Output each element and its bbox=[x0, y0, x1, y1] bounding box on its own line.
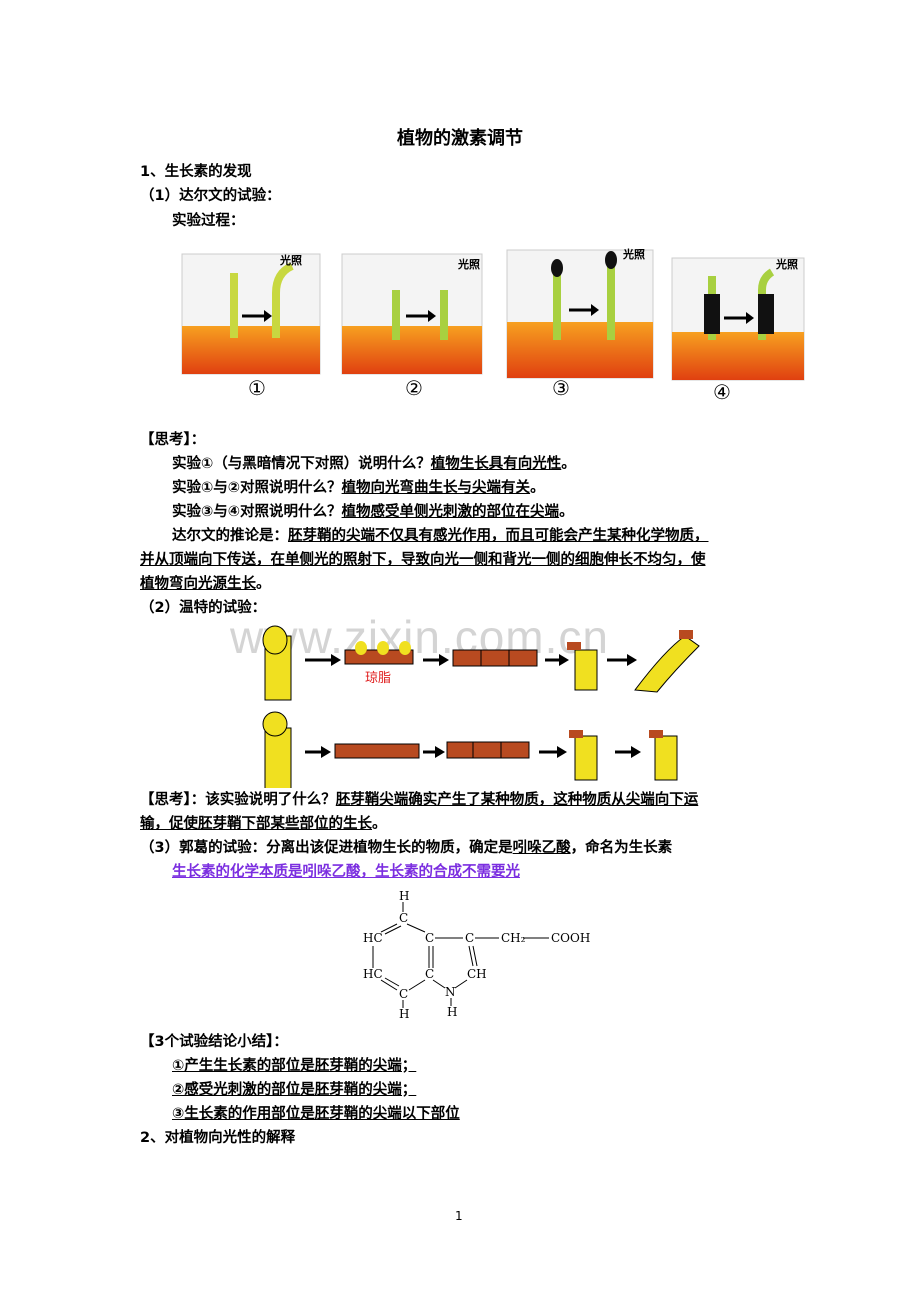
darwin-experiment-figure: 光照 光照 光照 光照 bbox=[181, 248, 805, 381]
label-1: ① bbox=[248, 376, 266, 400]
svg-text:COOH: COOH bbox=[551, 931, 590, 945]
svg-text:C: C bbox=[425, 967, 434, 981]
darwin-heading: （1）达尔文的试验： bbox=[140, 188, 281, 204]
bonds bbox=[372, 902, 549, 1008]
went-experiment-figure: 琼脂 bbox=[262, 625, 700, 788]
svg-text:N: N bbox=[445, 985, 456, 999]
summary-item: ②感受光刺激的部位是胚芽鞘的尖端； bbox=[172, 1082, 417, 1098]
went-think: 【思考】：该实验说明了什么？胚芽鞘尖端确实产生了某种物质，这种物质从尖端向下运 bbox=[140, 792, 699, 808]
question-2: 实验①与②对照说明什么？植物向光弯曲生长与尖端有关。 bbox=[172, 480, 545, 496]
watermark: www.zixin.com.cn bbox=[230, 611, 609, 663]
svg-text:HC: HC bbox=[363, 931, 383, 945]
page-number: 1 bbox=[455, 1209, 463, 1223]
went-row-2 bbox=[262, 711, 678, 788]
section-1-heading: 1、生长素的发现 bbox=[140, 164, 252, 180]
atoms: H C HC C C CH₂ COOH HC C CH C N H H bbox=[363, 889, 590, 1021]
agar-label: 琼脂 bbox=[365, 671, 391, 686]
question-1: 实验①（与黑暗情况下对照）说明什么？植物生长具有向光性。 bbox=[172, 456, 576, 472]
svg-text:CH: CH bbox=[467, 967, 487, 981]
svg-text:CH₂: CH₂ bbox=[501, 931, 526, 945]
think-heading: 【思考】： bbox=[140, 432, 206, 448]
went-heading: （2）温特的试验： bbox=[140, 600, 267, 616]
page-title: 植物的激素调节 bbox=[397, 128, 523, 149]
svg-text:光照: 光照 bbox=[622, 248, 645, 261]
process-label: 实验过程： bbox=[172, 213, 245, 229]
svg-text:C: C bbox=[425, 931, 434, 945]
summary-heading: 【3个试验结论小结】： bbox=[140, 1034, 288, 1050]
svg-text:H: H bbox=[447, 1005, 457, 1019]
iaa-structure: H C HC C C CH₂ COOH HC C CH C N H H bbox=[363, 889, 590, 1021]
question-3: 实验③与④对照说明什么？植物感受单侧光刺激的部位在尖端。 bbox=[172, 504, 574, 520]
label-4: ④ bbox=[713, 380, 731, 404]
panel-3: 光照 bbox=[506, 248, 654, 379]
svg-text:HC: HC bbox=[363, 967, 383, 981]
svg-text:C: C bbox=[399, 911, 408, 925]
panel-1: 光照 bbox=[181, 253, 321, 375]
svg-text:H: H bbox=[399, 1007, 409, 1021]
summary-item: ①产生生长素的部位是胚芽鞘的尖端； bbox=[172, 1058, 417, 1074]
label-3: ③ bbox=[552, 376, 570, 400]
auxin-note: 生长素的化学本质是吲哚乙酸，生长素的合成不需要光 bbox=[172, 864, 520, 880]
panel-2: 光照 bbox=[341, 253, 483, 375]
svg-text:C: C bbox=[399, 987, 408, 1001]
darwin-inference-line3: 植物弯向光源生长。 bbox=[140, 576, 271, 592]
label-2: ② bbox=[405, 376, 423, 400]
section-2-heading: 2、对植物向光性的解释 bbox=[140, 1130, 296, 1146]
went-think-line2: 输，促使胚芽鞘下部某些部位的生长。 bbox=[140, 816, 387, 832]
summary-item: ③生长素的作用部位是胚芽鞘的尖端以下部位 bbox=[172, 1106, 460, 1122]
panel-4: 光照 bbox=[671, 257, 805, 381]
svg-text:C: C bbox=[465, 931, 474, 945]
svg-text:H: H bbox=[399, 889, 409, 903]
darwin-inference: 达尔文的推论是：胚芽鞘的尖端不仅具有感光作用，而且可能会产生某种化学物质， bbox=[172, 528, 709, 544]
darwin-inference-line2: 并从顶端向下传送，在单侧光的照射下，导致向光一侧和背光一侧的细胞伸长不均匀，使 bbox=[140, 552, 706, 568]
light-label: 光照 bbox=[279, 253, 302, 267]
svg-text:光照: 光照 bbox=[457, 257, 480, 271]
kogl-heading: （3）郭葛的试验：分离出该促进植物生长的物质，确定是吲哚乙酸，命名为生长素 bbox=[140, 840, 673, 856]
went-row-1: 琼脂 bbox=[262, 625, 700, 701]
svg-text:光照: 光照 bbox=[775, 257, 798, 271]
